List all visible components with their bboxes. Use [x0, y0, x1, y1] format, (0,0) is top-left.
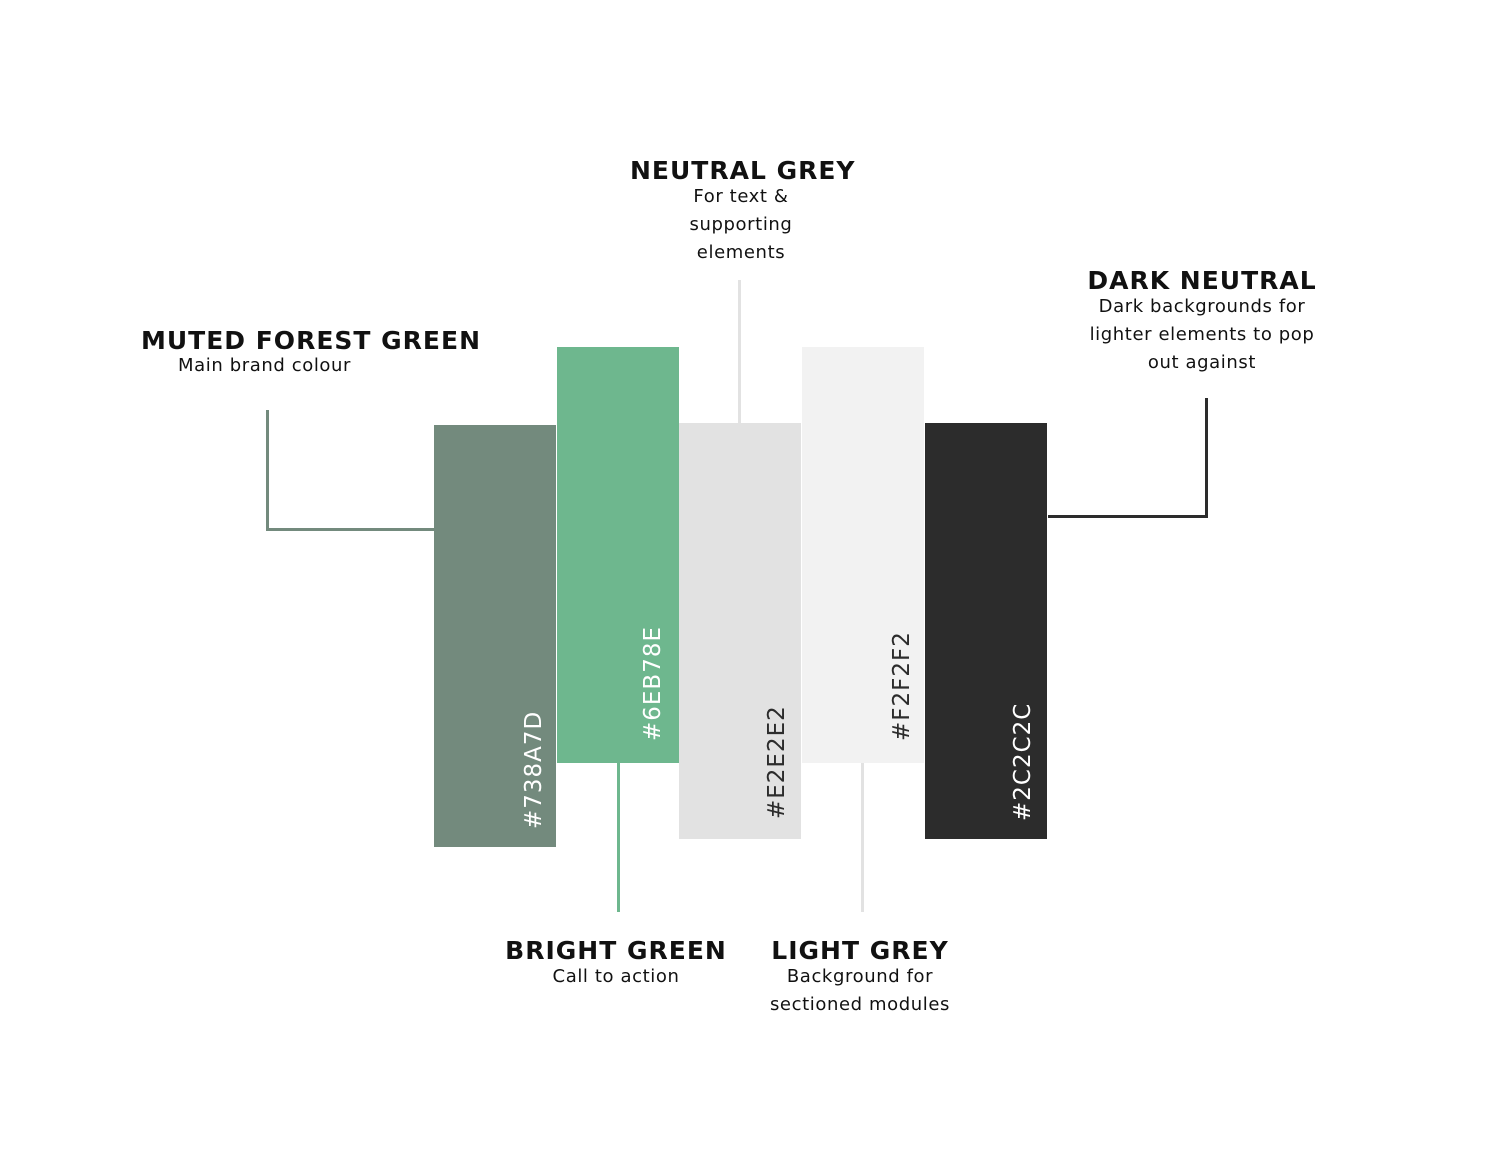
swatch-neutral-grey: #E2E2E2 [679, 423, 801, 839]
label-title-dark-neutral: DARK NEUTRAL [1087, 266, 1317, 295]
label-dark-neutral: DARK NEUTRAL Dark backgrounds for lighte… [1078, 266, 1326, 377]
label-title-neutral-grey: NEUTRAL GREY [630, 156, 856, 185]
hex-code-dark-neutral: #2C2C2C [1010, 702, 1036, 821]
label-desc-dark-neutral: Dark backgrounds for lighter elements to… [1089, 296, 1315, 373]
label-title-bright-green: BRIGHT GREEN [505, 936, 727, 965]
label-bright-green: BRIGHT GREEN Call to action [500, 936, 732, 991]
label-title-muted-forest-green: MUTED FOREST GREEN [140, 326, 482, 355]
hex-code-bright-green: #6EB78E [640, 625, 666, 741]
connector-light-grey [861, 763, 864, 912]
label-desc-light-grey: Background for sectioned modules [769, 966, 951, 1015]
connector-dark-neutral-vertical [1205, 398, 1208, 518]
label-muted-forest-green: MUTED FOREST GREEN Main brand colour [140, 326, 482, 380]
label-light-grey: LIGHT GREY Background for sectioned modu… [750, 936, 970, 1019]
hex-code-neutral-grey: #E2E2E2 [764, 705, 790, 819]
connector-neutral-grey [738, 280, 741, 423]
label-desc-muted-forest-green: Main brand colour [178, 355, 352, 376]
swatch-bright-green: #6EB78E [557, 347, 679, 763]
label-title-light-grey: LIGHT GREY [771, 936, 949, 965]
connector-bright-green [617, 763, 620, 912]
label-desc-bright-green: Call to action [552, 966, 680, 987]
hex-code-muted-forest-green: #738A7D [521, 710, 547, 829]
connector-dark-neutral-horizontal [1048, 515, 1208, 518]
swatch-muted-forest-green: #738A7D [434, 425, 556, 847]
swatch-dark-neutral: #2C2C2C [925, 423, 1047, 839]
connector-muted-forest-green-vertical [266, 410, 269, 531]
label-desc-neutral-grey: For text & supporting elements [689, 186, 793, 263]
swatch-light-grey: #F2F2F2 [802, 347, 924, 763]
label-neutral-grey: NEUTRAL GREY For text & supporting eleme… [630, 156, 856, 267]
connector-muted-forest-green-horizontal [266, 528, 434, 531]
hex-code-light-grey: #F2F2F2 [889, 631, 915, 741]
